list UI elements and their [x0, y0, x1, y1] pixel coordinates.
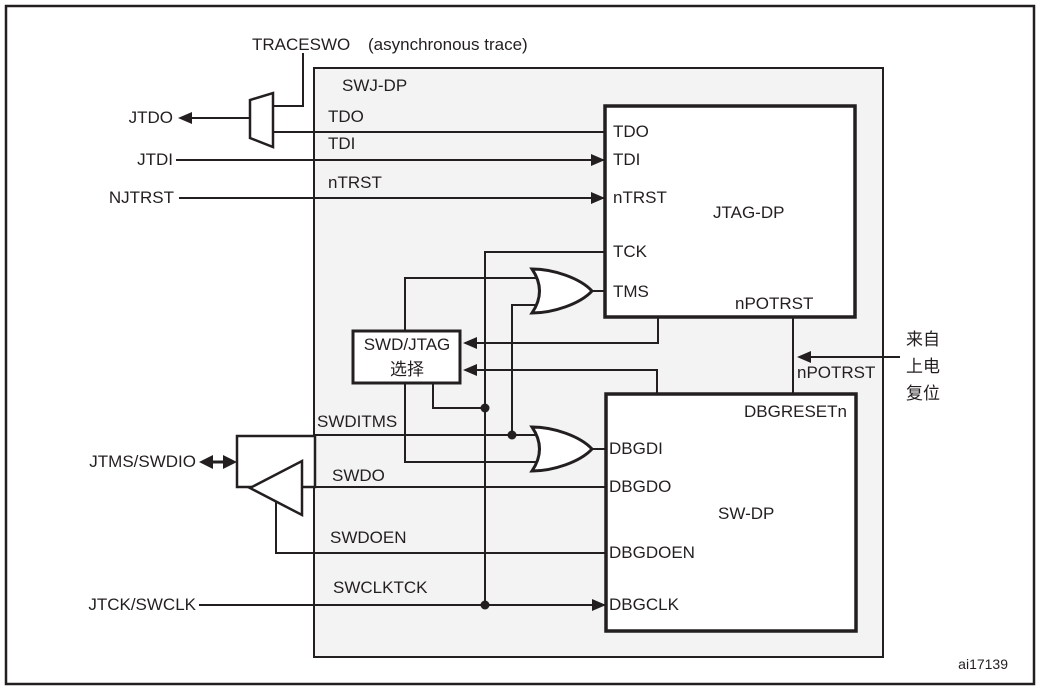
swj-dp-title: SWJ-DP [342, 76, 407, 95]
pin-jtdo: JTDO [129, 108, 173, 127]
swj-swclktck-label: SWCLKTCK [333, 578, 428, 597]
traceswo-note: (asynchronous trace) [368, 35, 528, 54]
npotrst-ext-label: nPOTRST [797, 363, 875, 382]
por-source-line3: 复位 [906, 384, 940, 403]
jtag-npotrst-port: nPOTRST [735, 294, 813, 313]
jtag-dp-title: JTAG-DP [713, 203, 784, 222]
por-source-line2: 上电 [906, 357, 940, 376]
traceswo-label: TRACESWO [252, 35, 350, 54]
jtag-ntrst-port: nTRST [613, 188, 667, 207]
wire-jtagdp-to-select [465, 317, 659, 344]
pin-njtrst: NJTRST [109, 188, 174, 207]
arrow-bidir-left-icon [199, 455, 213, 469]
junction-swditms [507, 430, 517, 440]
arrow-npotrst-icon [797, 351, 811, 363]
swj-ntrst-label: nTRST [328, 173, 382, 192]
select-box-line1: SWD/JTAG [364, 335, 451, 354]
wire-swdp-to-select [465, 369, 658, 394]
arrow-dbgclk-icon [592, 599, 606, 611]
or-gate-dbgdi [529, 425, 595, 473]
junction-swclktck [480, 600, 490, 610]
sw-dbgclk-port: DBGCLK [609, 595, 680, 614]
arrow-select-in1-icon [463, 337, 477, 349]
swj-swdoen-label: SWDOEN [330, 528, 407, 547]
traceswo-mux [248, 91, 275, 149]
jtag-tdo-port: TDO [613, 122, 649, 141]
swj-tdo-label: TDO [328, 107, 364, 126]
wire-swdoen [275, 500, 606, 554]
sw-dp-box [604, 392, 858, 633]
jtag-tdi-port: TDI [613, 150, 640, 169]
arrow-select-in2-icon [463, 364, 477, 376]
swj-swditms-label: SWDITMS [317, 412, 397, 431]
sw-dbgdo-port: DBGDO [609, 477, 671, 496]
por-source-line1: 来自 [906, 330, 940, 349]
jtag-dp-box [603, 104, 857, 319]
sw-dbgdoen-port: DBGDOEN [609, 543, 695, 562]
or-gate-tms [529, 267, 595, 315]
arrow-jtdo-icon [178, 112, 192, 124]
junction-clock-tap [480, 403, 490, 413]
pin-jtdi: JTDI [137, 150, 173, 169]
arrow-bidir-right-icon [223, 455, 237, 469]
swdo-tristate-buffer [247, 458, 304, 518]
wire-traceswo [274, 53, 304, 107]
arrow-ntrst-icon [591, 192, 605, 204]
sw-dp-title: SW-DP [718, 504, 774, 523]
select-box-line2: 选择 [390, 360, 424, 379]
pin-jtck-swclk: JTCK/SWCLK [88, 595, 196, 614]
wire-swditms-to-or1 [511, 304, 545, 435]
sw-dbgresetn-port: DBGRESETn [744, 402, 847, 421]
figure-id: ai17139 [958, 656, 1008, 672]
swj-tdi-label: TDI [328, 134, 355, 153]
swj-swdo-label: SWDO [332, 466, 385, 485]
pin-jtms-swdio: JTMS/SWDIO [89, 452, 196, 471]
swd-jtag-select-box [351, 329, 462, 385]
wire-select-to-or2 [404, 383, 545, 463]
wire-select-to-or1 [404, 277, 545, 331]
sw-dbgdi-port: DBGDI [609, 439, 663, 458]
jtag-tck-port: TCK [613, 242, 648, 261]
arrow-tdi-icon [591, 154, 605, 166]
jtag-tms-port: TMS [613, 282, 649, 301]
wire-select-clock-tap [432, 383, 485, 409]
